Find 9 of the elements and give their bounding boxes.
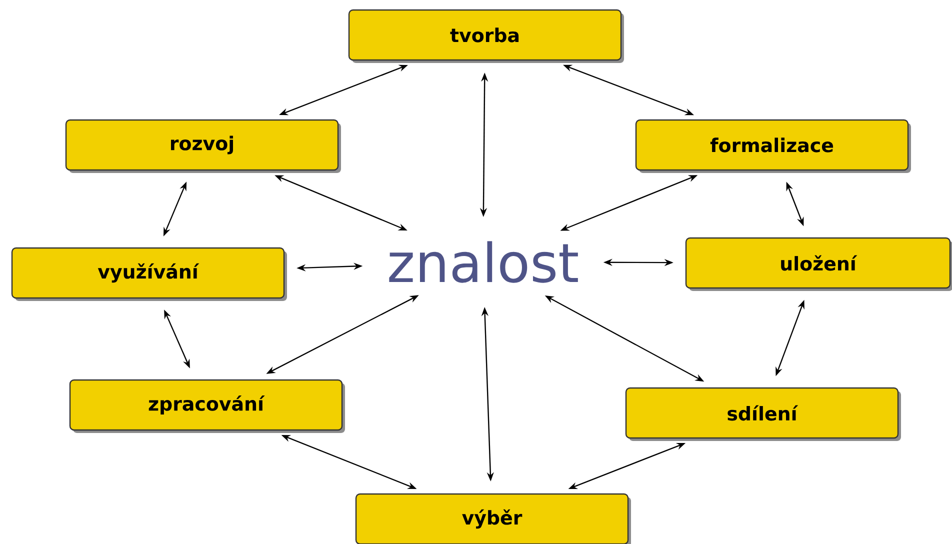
center-label: znalost bbox=[389, 241, 578, 283]
process-box: formalizace bbox=[635, 119, 909, 171]
process-box: zpracování bbox=[69, 379, 343, 431]
process-box: sdílení bbox=[625, 387, 899, 439]
process-box: využívání bbox=[11, 247, 285, 299]
process-box: rozvoj bbox=[65, 119, 339, 171]
process-box: výběr bbox=[355, 493, 629, 544]
process-box: uložení bbox=[685, 237, 951, 289]
process-box: tvorba bbox=[348, 9, 622, 61]
